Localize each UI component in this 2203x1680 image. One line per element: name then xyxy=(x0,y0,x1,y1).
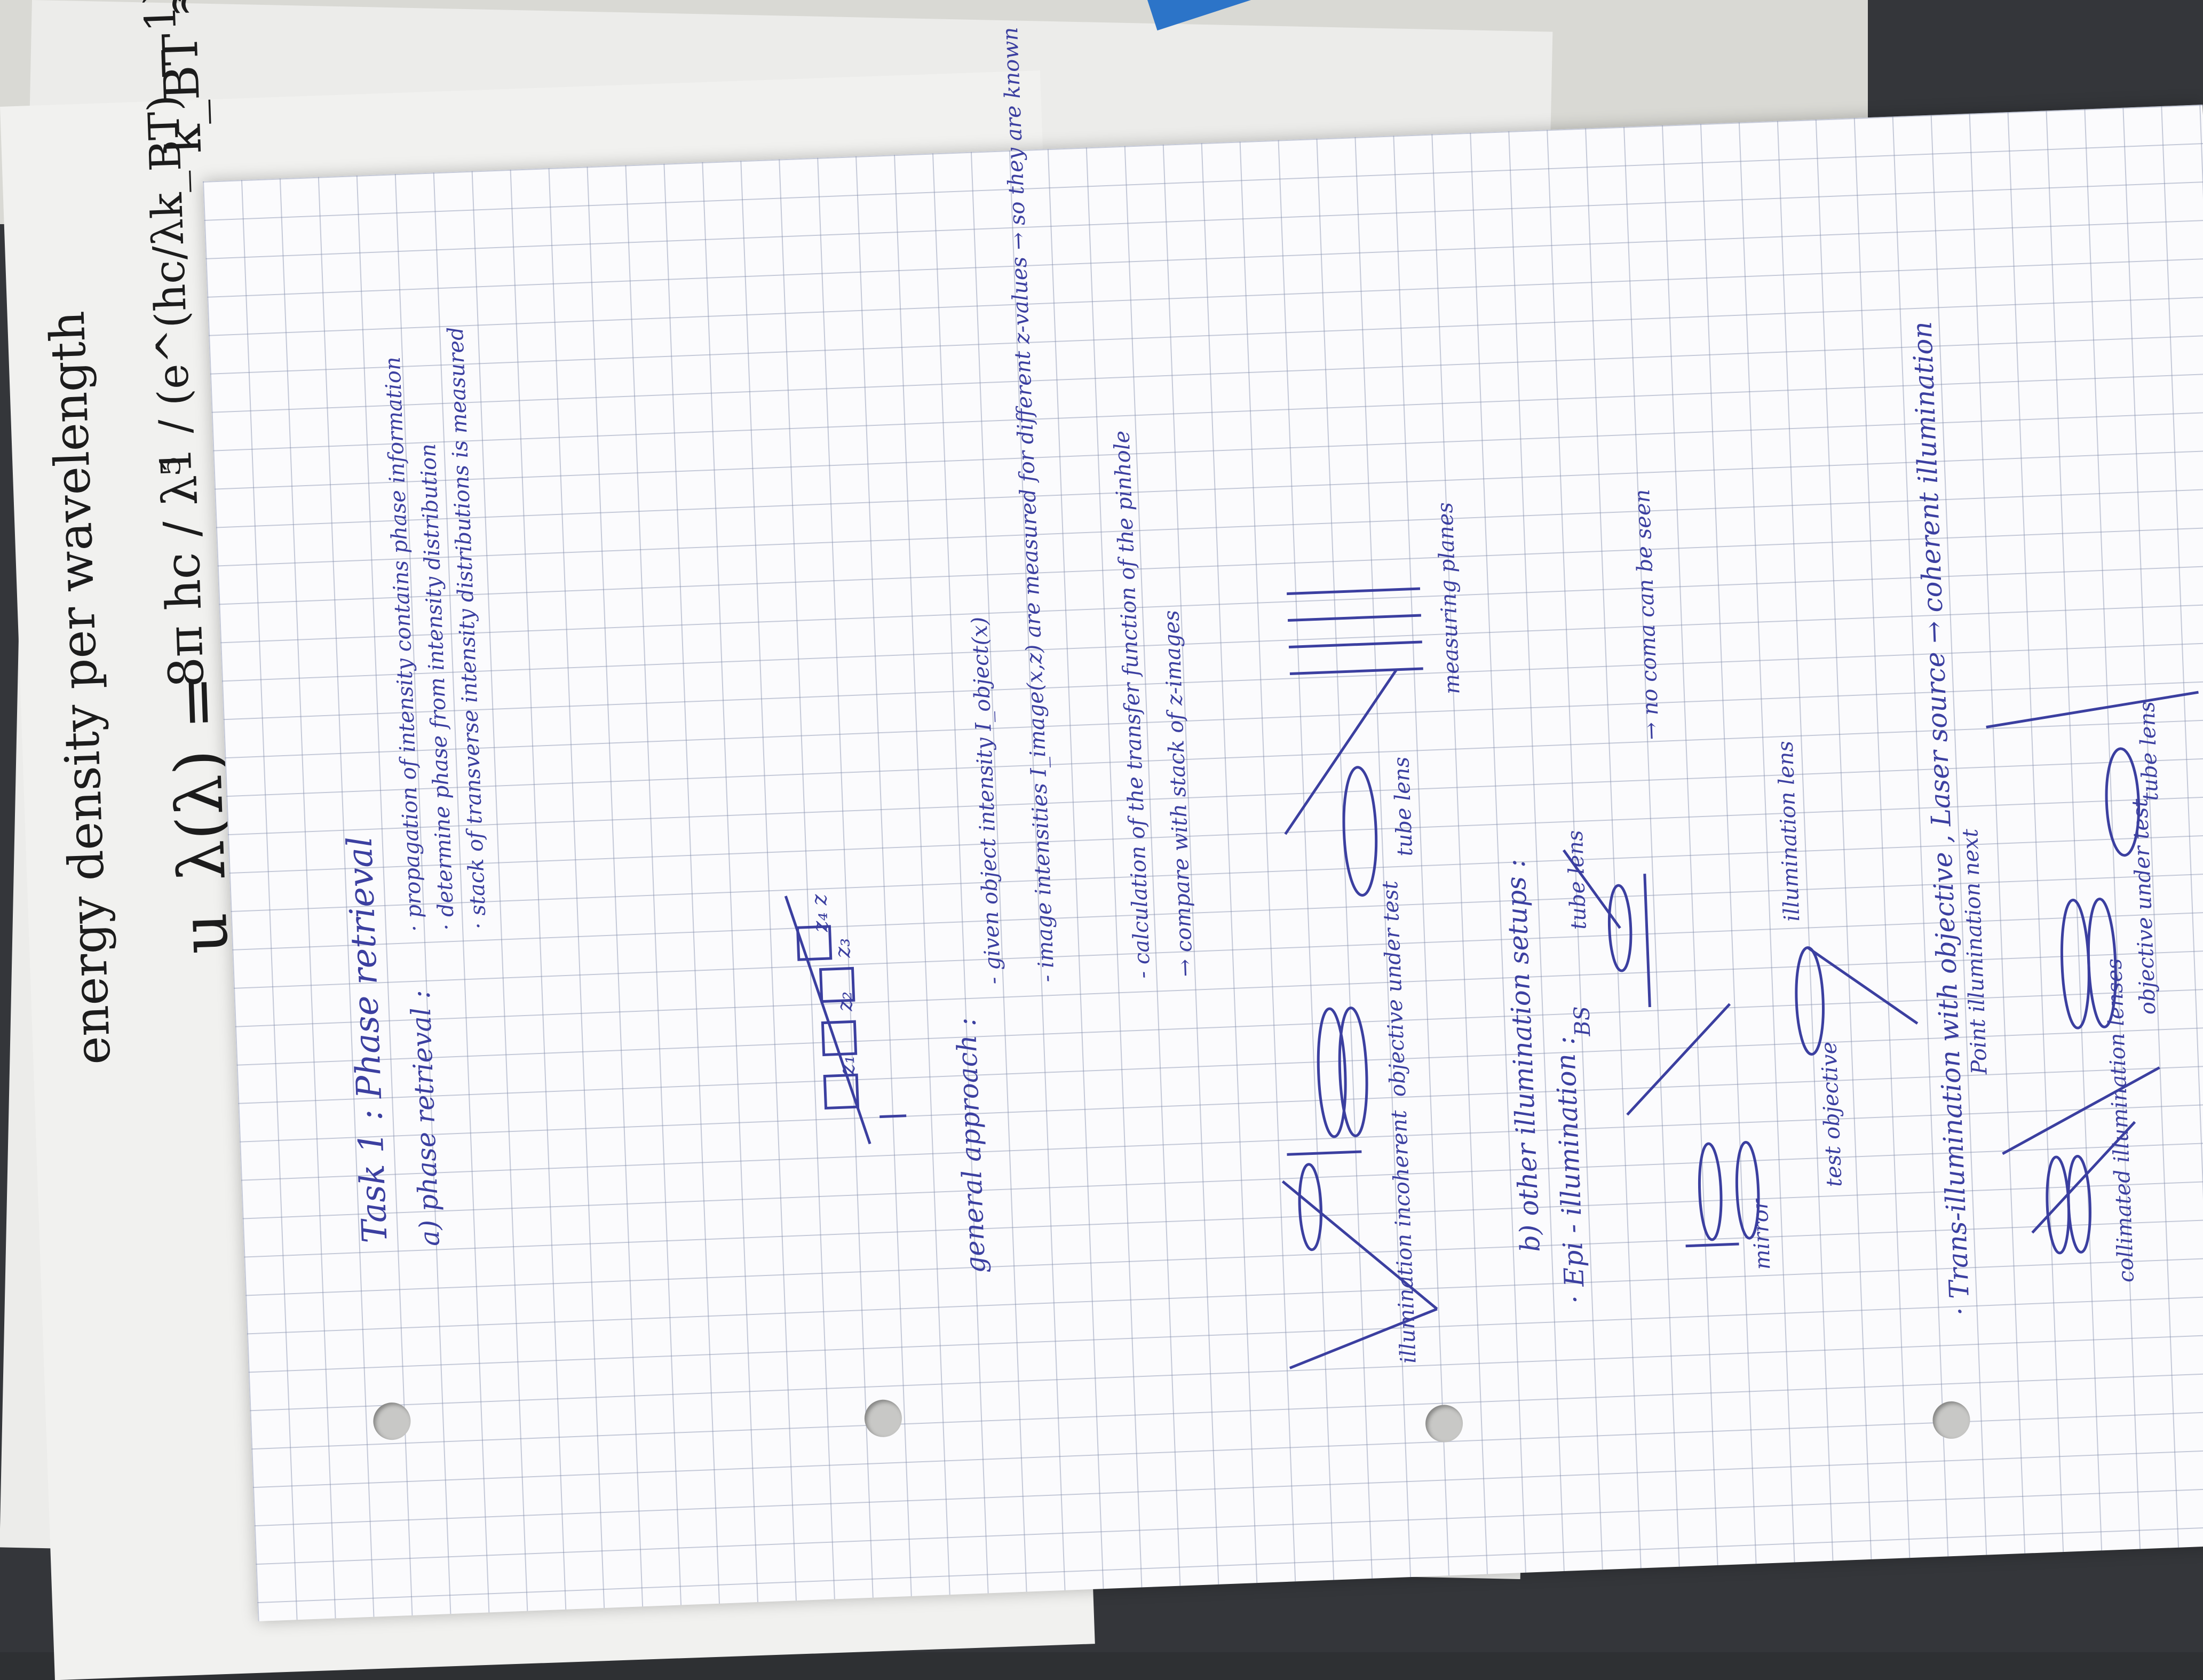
epi-label-tube-lens: tube lens xyxy=(1563,829,1591,930)
optics-sketches xyxy=(784,587,2199,1369)
epi-label-mirror: mirror xyxy=(1748,1199,1776,1271)
epi-diagram xyxy=(1562,849,1919,1248)
back-note-formula-fraction: 8π hc / λ⁵ xyxy=(151,455,216,689)
diagram1-label-tube-lens: tube lens xyxy=(1389,756,1418,857)
trans-label-tube-lens: tube lens xyxy=(2135,701,2164,802)
phase-stack-sketch xyxy=(784,896,907,1145)
trans-diagram xyxy=(1986,691,2199,1255)
back-note-heading: energy density per wavelength xyxy=(39,310,122,1066)
diagram-1 xyxy=(1281,587,1438,1369)
epi-label-bs: BS xyxy=(1570,1005,1596,1037)
grid-notebook-page: Task 1 : Phase retrieval a) phase retrie… xyxy=(203,27,2203,1622)
